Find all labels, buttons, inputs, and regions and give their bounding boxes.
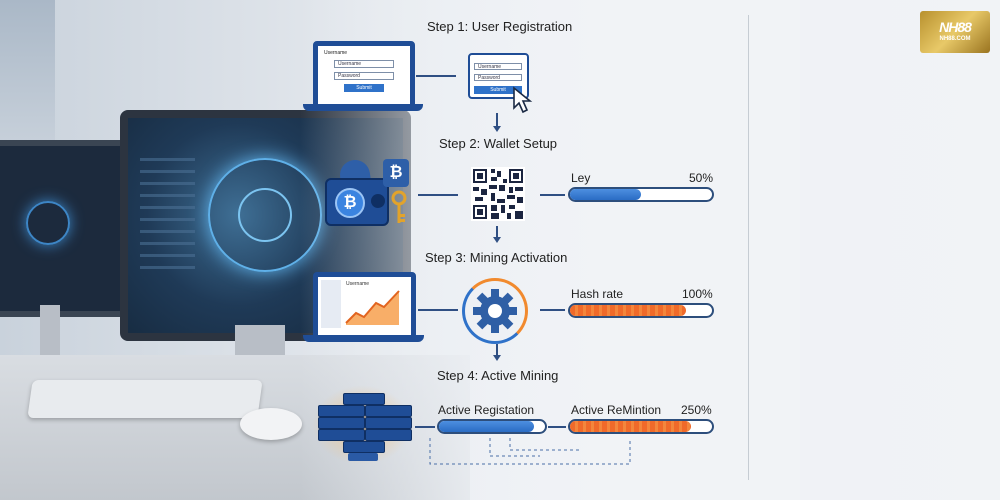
laptop-base-2 xyxy=(303,335,424,342)
progress-fill-active-registation xyxy=(439,421,535,432)
connector-3 xyxy=(418,194,458,196)
key-icon xyxy=(391,190,407,223)
bitcoin-badge-icon: ₿ xyxy=(383,159,409,187)
zoom-password-field: Password xyxy=(474,74,522,81)
bitcoin-coin-icon: ₿ xyxy=(335,188,365,218)
progress-bar-key xyxy=(568,187,714,202)
connector-6 xyxy=(418,309,458,311)
step-3-title: Step 3: Mining Activation xyxy=(425,250,568,265)
laptop-registration-form: Username Username Password Submit xyxy=(313,41,415,109)
progress-key-label: Ley xyxy=(571,171,591,185)
progress-key-value: 50% xyxy=(689,171,714,185)
connector-7 xyxy=(540,309,565,311)
progress-hash-rate-label: Hash rate xyxy=(571,287,624,301)
gear-ring xyxy=(462,278,528,344)
logo-domain: NH88.COM xyxy=(939,36,971,42)
server-rack-icon xyxy=(318,393,412,463)
form-username-field: Username xyxy=(334,60,394,68)
progress-bar-hash-rate xyxy=(568,303,714,318)
cursor-icon xyxy=(513,86,533,114)
step-1-title: Step 1: User Registration xyxy=(427,19,573,34)
dashed-connectors xyxy=(429,438,631,465)
connector-10 xyxy=(548,426,566,428)
connector-5 xyxy=(496,226,498,238)
connector-9 xyxy=(415,426,435,428)
dashboard-panel-label: Username xyxy=(346,281,370,287)
monitor-left-stand xyxy=(40,305,60,355)
connector-2 xyxy=(496,113,498,127)
arrow-down-2 xyxy=(493,237,501,243)
progress-fill-active-remintion xyxy=(570,421,691,432)
connector-8 xyxy=(496,344,498,356)
arrow-down-3 xyxy=(493,355,501,361)
progress-hash-rate-value: 100% xyxy=(682,287,713,301)
growth-chart-icon xyxy=(345,290,400,325)
laptop-mining-dashboard: Username xyxy=(313,272,416,340)
step-2-title: Step 2: Wallet Setup xyxy=(439,136,558,151)
progress-fill-hash-rate xyxy=(570,305,687,316)
logo-text: NH88 xyxy=(939,19,972,35)
brand-logo: NH88 NH88.COM xyxy=(920,11,990,53)
background-window xyxy=(0,0,55,150)
form-heading: Username xyxy=(324,50,348,56)
progress-active-remintion-label: Active ReMintion xyxy=(571,403,662,417)
gear-icon xyxy=(473,289,517,333)
form-password-field: Password xyxy=(334,72,394,80)
arrow-down-1 xyxy=(493,126,501,132)
progress-bar-active-remintion xyxy=(568,419,714,434)
step-4-title: Step 4: Active Mining xyxy=(437,368,559,383)
progress-fill-key xyxy=(570,189,641,200)
zoom-username-field: Username xyxy=(474,63,522,70)
background-monitor-left xyxy=(0,140,142,317)
wallet-icon: ₿ xyxy=(325,178,389,226)
zoom-submit-button: Submit xyxy=(474,86,522,94)
qr-code-icon xyxy=(471,167,525,221)
progress-active-registation-label: Active Registation xyxy=(438,403,535,417)
background-mouse xyxy=(240,408,302,440)
progress-active-remintion-value: 250% xyxy=(681,403,712,417)
progress-bar-active-registation xyxy=(437,419,547,434)
background-keyboard xyxy=(27,380,263,418)
connector-4 xyxy=(540,194,565,196)
vertical-divider xyxy=(748,15,749,480)
connector-1 xyxy=(416,75,456,77)
laptop-base xyxy=(303,104,423,111)
form-submit-button: Submit xyxy=(344,84,384,92)
